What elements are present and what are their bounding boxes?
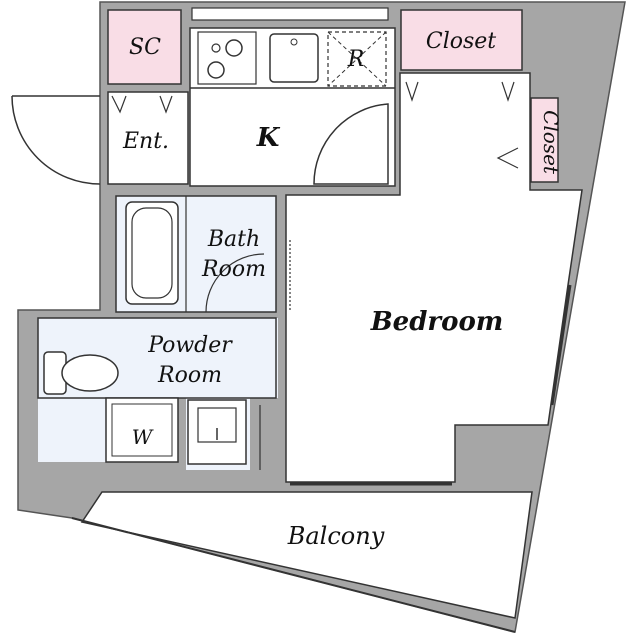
bedroom-window — [550, 284, 572, 406]
stove — [197, 31, 257, 85]
bedroom-door-swing — [313, 103, 389, 185]
burner-top — [225, 39, 243, 57]
kitchen-sink-drain — [290, 38, 298, 46]
bathtub — [125, 201, 179, 305]
label-closet-right: Closet — [539, 110, 563, 175]
closet-door-marker-1 — [405, 81, 419, 102]
bath-door-swing — [205, 253, 265, 313]
label-entrance: Ent. — [122, 129, 169, 154]
kitchen-sink — [269, 33, 319, 83]
sc-door-marker-2 — [159, 95, 173, 114]
burner-bottom — [207, 61, 225, 79]
fridge-space — [327, 31, 387, 87]
label-washer: W — [132, 425, 154, 449]
label-kitchen: K — [256, 123, 281, 153]
label-bedroom: Bedroom — [370, 307, 504, 337]
closet-right — [530, 97, 559, 183]
label-bath-2: Room — [201, 257, 266, 282]
label-closet-top: Closet — [426, 29, 496, 54]
closet-door-marker-3 — [496, 147, 519, 169]
balcony-area — [80, 491, 533, 619]
washer-pan — [105, 397, 179, 463]
closet-door-marker-2 — [501, 81, 515, 102]
closet-top — [400, 9, 523, 71]
burner-small — [211, 43, 221, 53]
fridge-cross-2 — [327, 31, 387, 87]
fridge-cross-1 — [327, 31, 387, 87]
bathtub-basin — [131, 207, 173, 299]
label-powder-1: Powder — [147, 333, 233, 358]
entrance-door-swing — [11, 95, 101, 185]
sc-door-marker-1 — [111, 95, 127, 114]
sink-basin — [197, 407, 237, 443]
toilet-bowl — [61, 354, 119, 392]
label-bath-1: Bath — [207, 227, 260, 252]
balcony-rail — [71, 517, 516, 633]
label-sc: SC — [129, 35, 161, 60]
label-fridge: R — [347, 47, 365, 72]
bedroom-area — [285, 72, 583, 483]
label-powder-2: Room — [157, 363, 222, 388]
sc-closet — [107, 9, 182, 85]
label-balcony: Balcony — [287, 522, 385, 550]
washer-inner — [111, 403, 173, 457]
vent-strip — [191, 7, 389, 21]
